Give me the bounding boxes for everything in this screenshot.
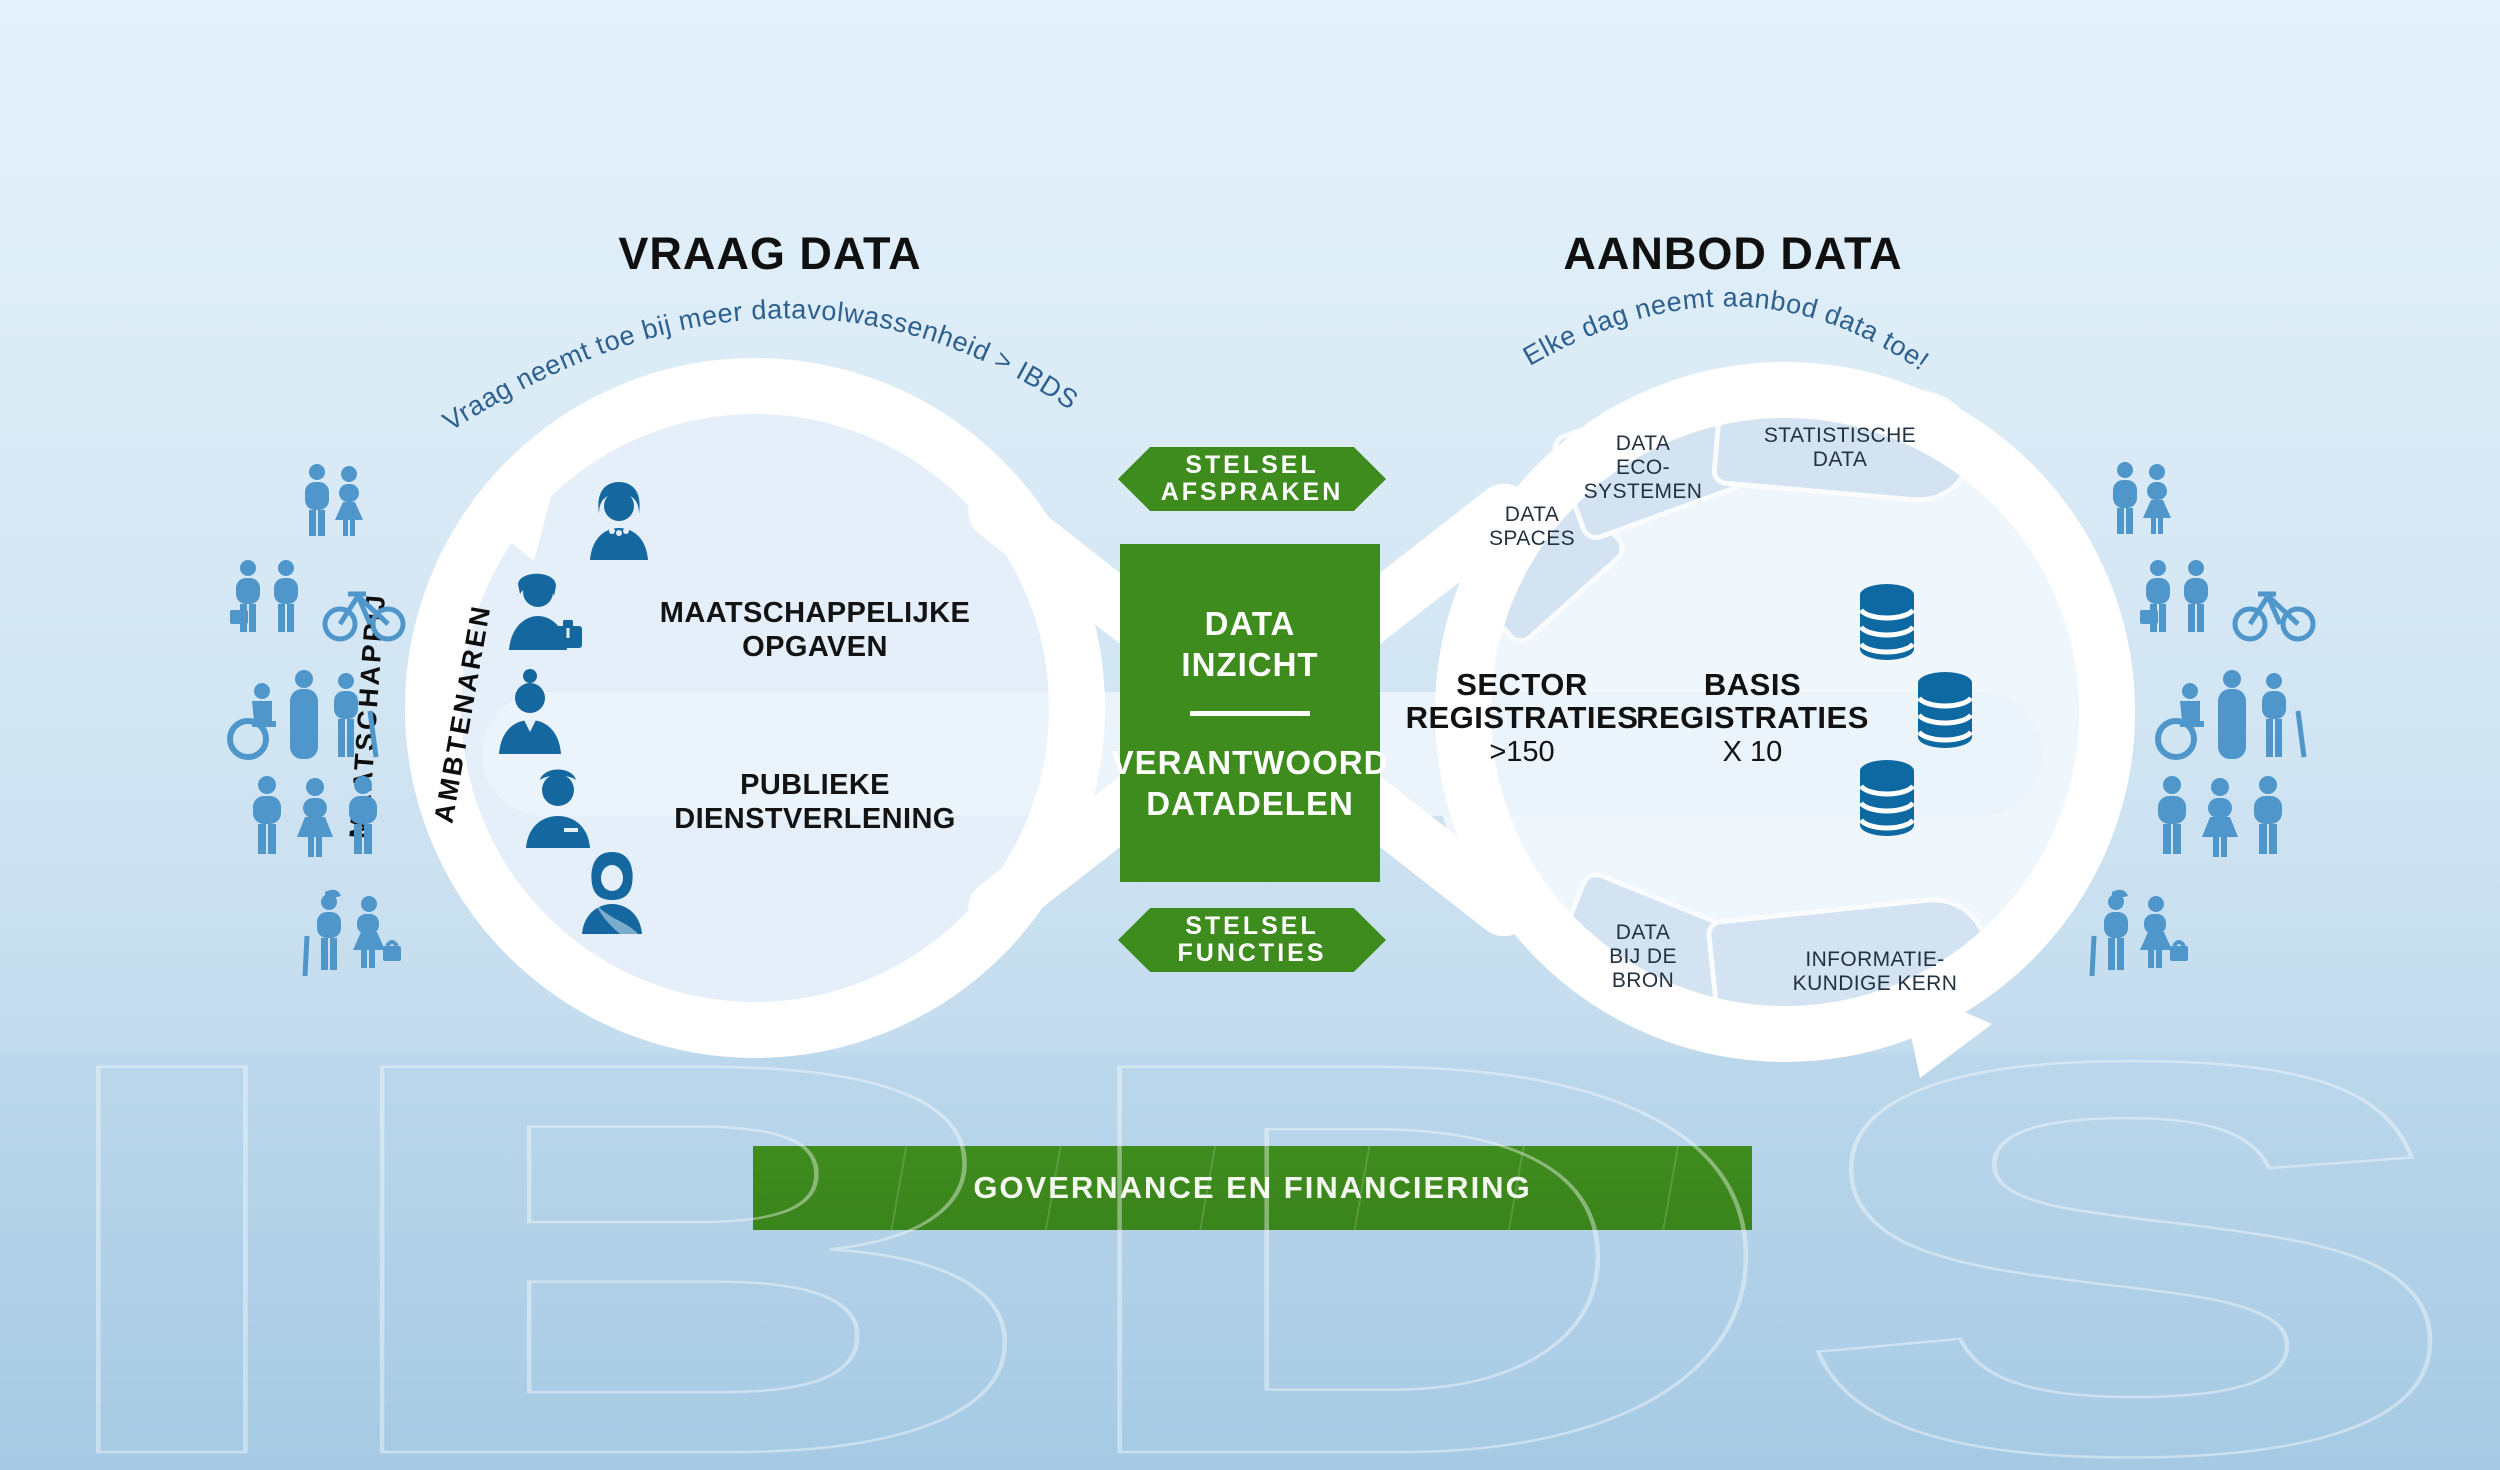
database-cylinder-icon [1858,760,1916,836]
segment-label-informatiekundige-kern: INFORMATIE- KUNDIGE KERN [1792,948,1958,995]
governance-label: GOVERNANCE EN FINANCIERING [973,1170,1532,1205]
governance-bar: GOVERNANCE EN FINANCIERING [753,1146,1752,1230]
demand-title: VRAAG DATA [618,228,922,279]
data-inzicht-label: DATA INZICHT [1181,604,1319,683]
maatschappelijke-opgaven-label: MAATSCHAPPELIJKE OPGAVEN [635,596,995,664]
avatar-woman-with-bun-icon [499,669,561,754]
supply-subtitle-curved: Elke dag neemt aanbod data toe! [1518,282,1935,376]
opgaven-line2: OPGAVEN [742,631,888,663]
data-inzicht-box: DATA INZICHT VERANTWOORD DATADELEN [1112,544,1387,882]
opgaven-line1: MAATSCHAPPELIJKE [659,597,971,629]
dienstverlening-line1: PUBLIEKE [740,769,890,801]
people-group-elderly-couple-icon [2089,889,2188,977]
stelsel-functies-line1: STELSEL [1185,912,1319,940]
people-group-wheelchair-icon [227,670,379,760]
segment-label-statistische-data: STATISTISCHE DATA [1763,424,1917,471]
segment-label-data-ecosystemen: DATA ECO- SYSTEMEN [1583,432,1703,503]
box-divider [1190,710,1310,716]
avatar-man-with-briefcase-icon [509,573,582,650]
stelsel-functies-banner: STELSEL FUNCTIES [1118,908,1386,972]
database-cylinder-icon [1916,672,1974,748]
segment-label-data-bij-de-bron: DATA BIJ DE BRON [1609,921,1677,992]
people-group-three-persons-icon [2158,776,2282,857]
sector-registraties-block: SECTOR REGISTRATIES >150 [1392,668,1652,770]
people-group-wheelchair-icon [2155,670,2307,760]
avatar-businesswoman-icon [590,482,648,560]
verantwoord-datadelen-label: VERANTWOORD DATADELEN [1111,743,1389,822]
people-group-adults-with-bicycle-icon [2140,560,2316,642]
avatar-woman-with-headscarf-icon [582,852,642,934]
segment-label-data-spaces: DATA SPACES [1488,503,1576,550]
people-group-elderly-couple-icon [302,889,401,977]
people-group-three-persons-icon [253,776,377,857]
publieke-dienstverlening-label: PUBLIEKE DIENSTVERLENING [635,768,995,836]
basis-registraties-block: BASIS REGISTRATIES X 10 [1630,668,1875,770]
stelsel-afspraken-banner: STELSEL AFSPRAKEN [1118,447,1386,511]
stelsel-afspraken-line2: AFSPRAKEN [1160,478,1344,506]
people-group-couple-icon [305,464,363,536]
dienstverlening-line2: DIENSTVERLENING [674,803,956,835]
avatar-service-employee-icon [526,769,590,848]
database-cylinder-icon [1858,584,1916,660]
people-group-adults-with-bicycle-icon [230,560,406,642]
people-group-couple-icon [2113,462,2171,534]
supply-title: AANBOD DATA [1563,228,1903,279]
sector-registraties-count: >150 [1489,736,1555,768]
stelsel-functies-line2: FUNCTIES [1177,939,1327,967]
basis-registraties-count: X 10 [1722,736,1783,768]
stelsel-afspraken-line1: STELSEL [1185,451,1319,479]
